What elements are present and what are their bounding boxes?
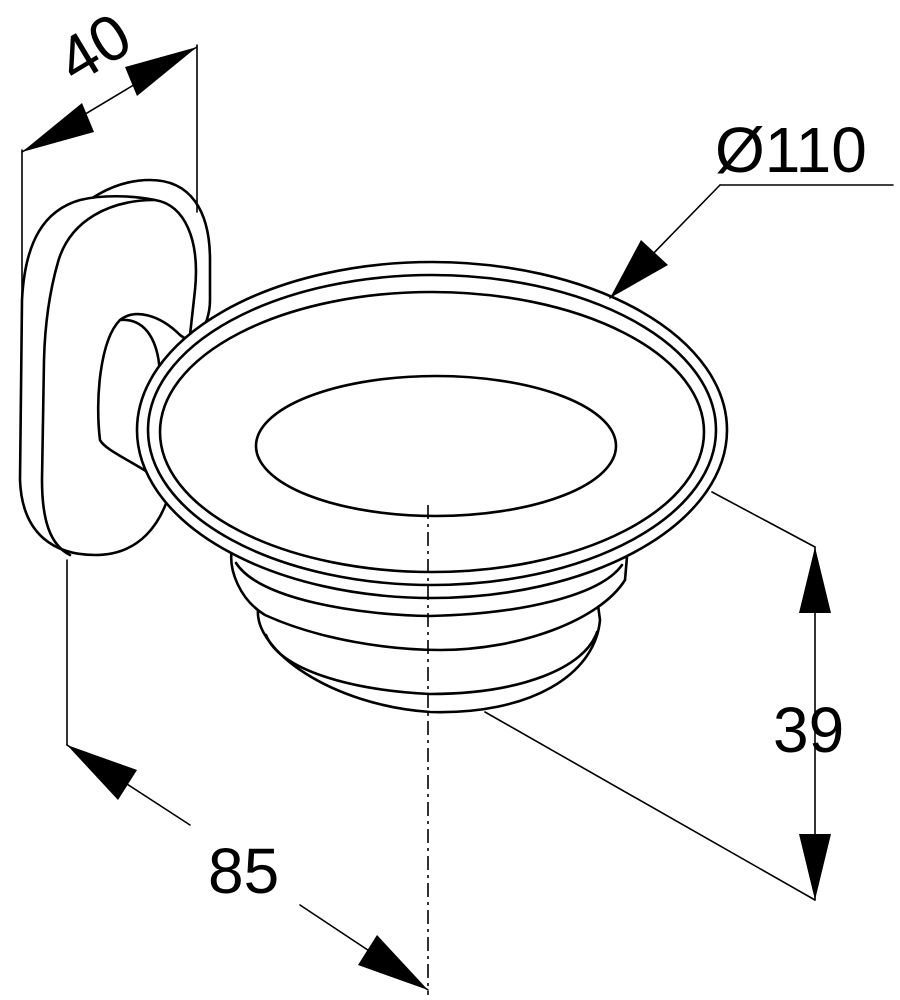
dimension-depth-label: 40 [45, 0, 143, 97]
dimension-diameter-label: Ø110 [715, 114, 867, 186]
dimension-diameter: Ø110 [609, 114, 894, 299]
dimension-projection: 85 [66, 559, 429, 991]
dimension-height: 39 [484, 491, 844, 901]
dimension-projection-label: 85 [208, 835, 279, 907]
dimension-height-label: 39 [773, 694, 844, 766]
dish-rim [135, 260, 729, 600]
